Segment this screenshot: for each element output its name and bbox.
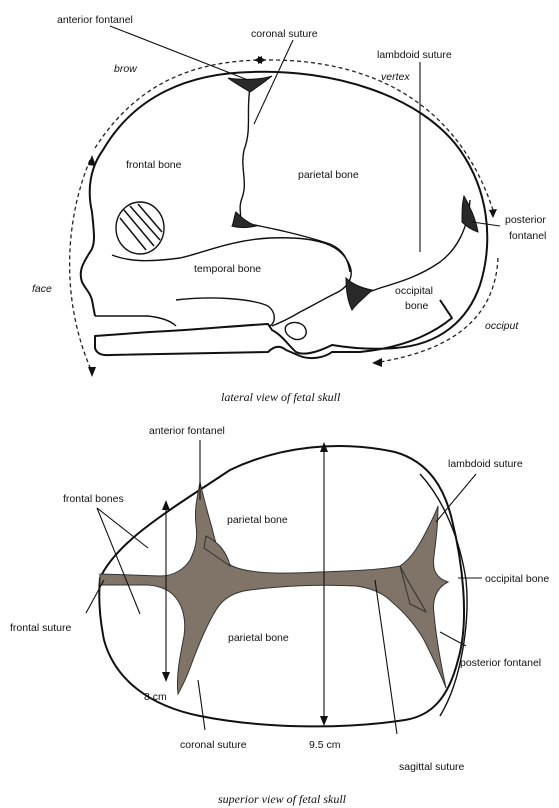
lateral-label-temporal-bone: temporal bone xyxy=(194,263,261,275)
superior-view: anterior fontanel lambdoid suture fronta… xyxy=(10,425,549,806)
lateral-label-vertex: vertex xyxy=(381,71,410,83)
lateral-label-lambdoid-suture: lambdoid suture xyxy=(377,49,452,61)
lateral-label-frontal-bone: frontal bone xyxy=(126,159,182,171)
lateral-label-parietal-bone: parietal bone xyxy=(298,169,359,181)
superior-label-frontal-suture: frontal suture xyxy=(10,622,71,634)
superior-label-length-measure: 9.5 cm xyxy=(309,739,341,751)
superior-label-frontal-bones: frontal bones xyxy=(63,493,124,505)
lateral-label-occipital-bone-1: occipital xyxy=(395,285,433,297)
lateral-label-posterior-fontanel-2: fontanel xyxy=(509,230,546,242)
superior-label-width-measure: 8 cm xyxy=(144,691,167,703)
superior-label-parietal-bone-top: parietal bone xyxy=(227,514,288,526)
lateral-label-brow: brow xyxy=(114,63,138,75)
superior-label-occipital-bone: occipital bone xyxy=(485,573,549,585)
lateral-label-anterior-fontanel: anterior fontanel xyxy=(57,14,133,26)
superior-label-anterior-fontanel: anterior fontanel xyxy=(149,425,225,437)
lateral-mastoid-fontanel xyxy=(346,278,372,310)
superior-label-parietal-bone-bottom: parietal bone xyxy=(228,632,289,644)
lateral-label-face: face xyxy=(32,283,52,295)
lateral-label-occiput: occiput xyxy=(485,320,519,332)
lateral-view: anterior fontanel coronal suture lambdoi… xyxy=(32,14,546,404)
lateral-skull-outline xyxy=(81,72,488,358)
lateral-label-occipital-bone-2: bone xyxy=(405,300,429,312)
lateral-label-posterior-fontanel-1: posterior xyxy=(505,214,546,226)
superior-label-lambdoid-suture: lambdoid suture xyxy=(448,458,523,470)
lateral-label-coronal-suture: coronal suture xyxy=(251,28,318,40)
superior-label-sagittal-suture: sagittal suture xyxy=(399,761,465,773)
lateral-caption: lateral view of fetal skull xyxy=(221,390,341,404)
superior-label-posterior-fontanel: posterior fontanel xyxy=(460,657,541,669)
superior-caption: superior view of fetal skull xyxy=(218,792,347,806)
superior-label-coronal-suture: coronal suture xyxy=(180,739,247,751)
